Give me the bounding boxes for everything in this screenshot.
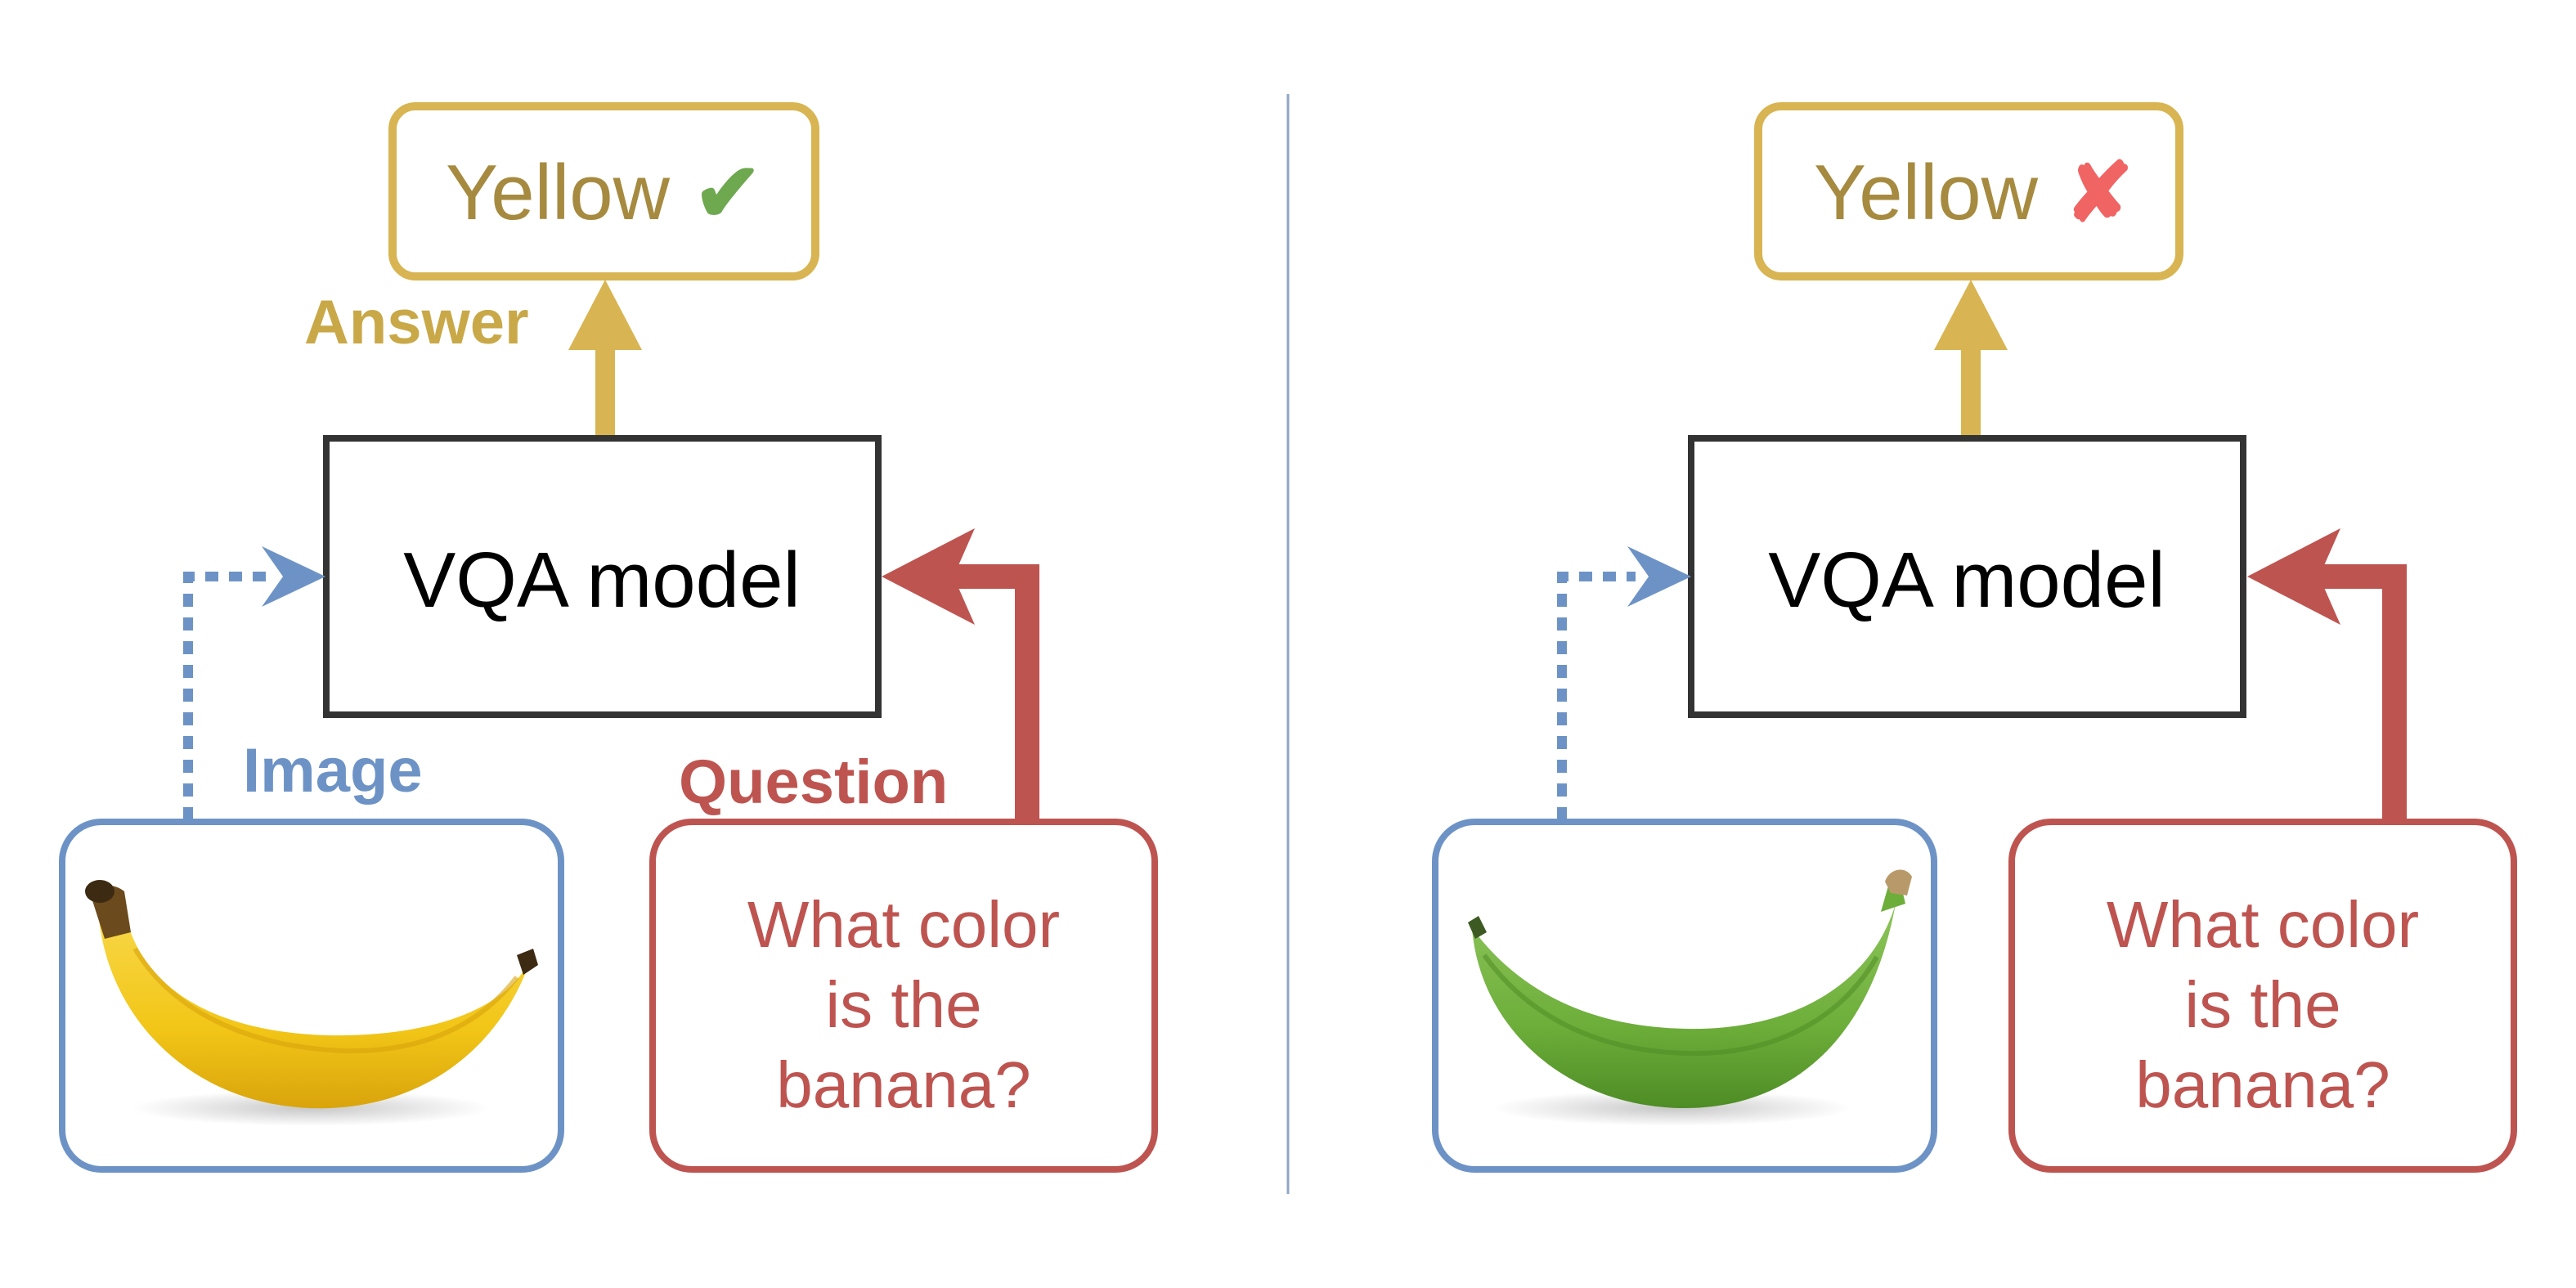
check-icon: ✔ bbox=[693, 147, 762, 239]
question-arrow-line bbox=[949, 564, 1039, 822]
vqa-model-label: VQA model bbox=[403, 536, 801, 624]
answer-box bbox=[388, 102, 819, 280]
left-panel: Yellow ✔ Answer VQA model Image Que bbox=[59, 102, 1158, 1173]
answer-arrow-shaft bbox=[1961, 337, 1981, 438]
answer-arrow-head bbox=[568, 280, 642, 350]
question-label: Question bbox=[679, 747, 948, 817]
yellow-banana-icon bbox=[85, 880, 538, 1126]
answer-box bbox=[1754, 102, 2183, 280]
question-box bbox=[649, 819, 1158, 1173]
image-box bbox=[59, 819, 564, 1173]
question-arrow-head bbox=[2247, 528, 2340, 625]
green-banana-icon bbox=[1468, 869, 1912, 1126]
question-line-2: is the bbox=[825, 968, 981, 1041]
question-line-2: is the bbox=[2184, 968, 2340, 1041]
question-line-3: banana? bbox=[776, 1048, 1030, 1121]
image-arrow-line bbox=[183, 572, 270, 820]
answer-arrow-head bbox=[1934, 280, 2008, 350]
question-arrow-head bbox=[882, 528, 975, 625]
question-line-3: banana? bbox=[2135, 1048, 2390, 1121]
question-line-1: What color bbox=[747, 888, 1060, 961]
cross-icon: ✘ bbox=[2065, 147, 2134, 239]
answer-label: Answer bbox=[304, 288, 529, 357]
vqa-model-box bbox=[1688, 435, 2246, 718]
question-box bbox=[2008, 819, 2517, 1173]
image-arrow-line bbox=[1557, 572, 1636, 820]
vqa-model-box bbox=[323, 435, 882, 718]
vqa-model-label: VQA model bbox=[1768, 536, 2165, 624]
answer-arrow-shaft bbox=[595, 337, 615, 438]
question-arrow-line bbox=[2313, 564, 2407, 822]
answer-text: Yellow bbox=[446, 149, 671, 236]
image-arrow-head bbox=[262, 546, 325, 607]
image-arrow-head bbox=[1627, 546, 1691, 607]
right-panel: Yellow ✘ VQA model What color is the ban… bbox=[1432, 102, 2517, 1173]
image-box bbox=[1432, 819, 1937, 1173]
answer-text: Yellow bbox=[1814, 149, 2039, 236]
question-line-1: What color bbox=[2107, 888, 2419, 961]
image-label: Image bbox=[243, 736, 423, 806]
